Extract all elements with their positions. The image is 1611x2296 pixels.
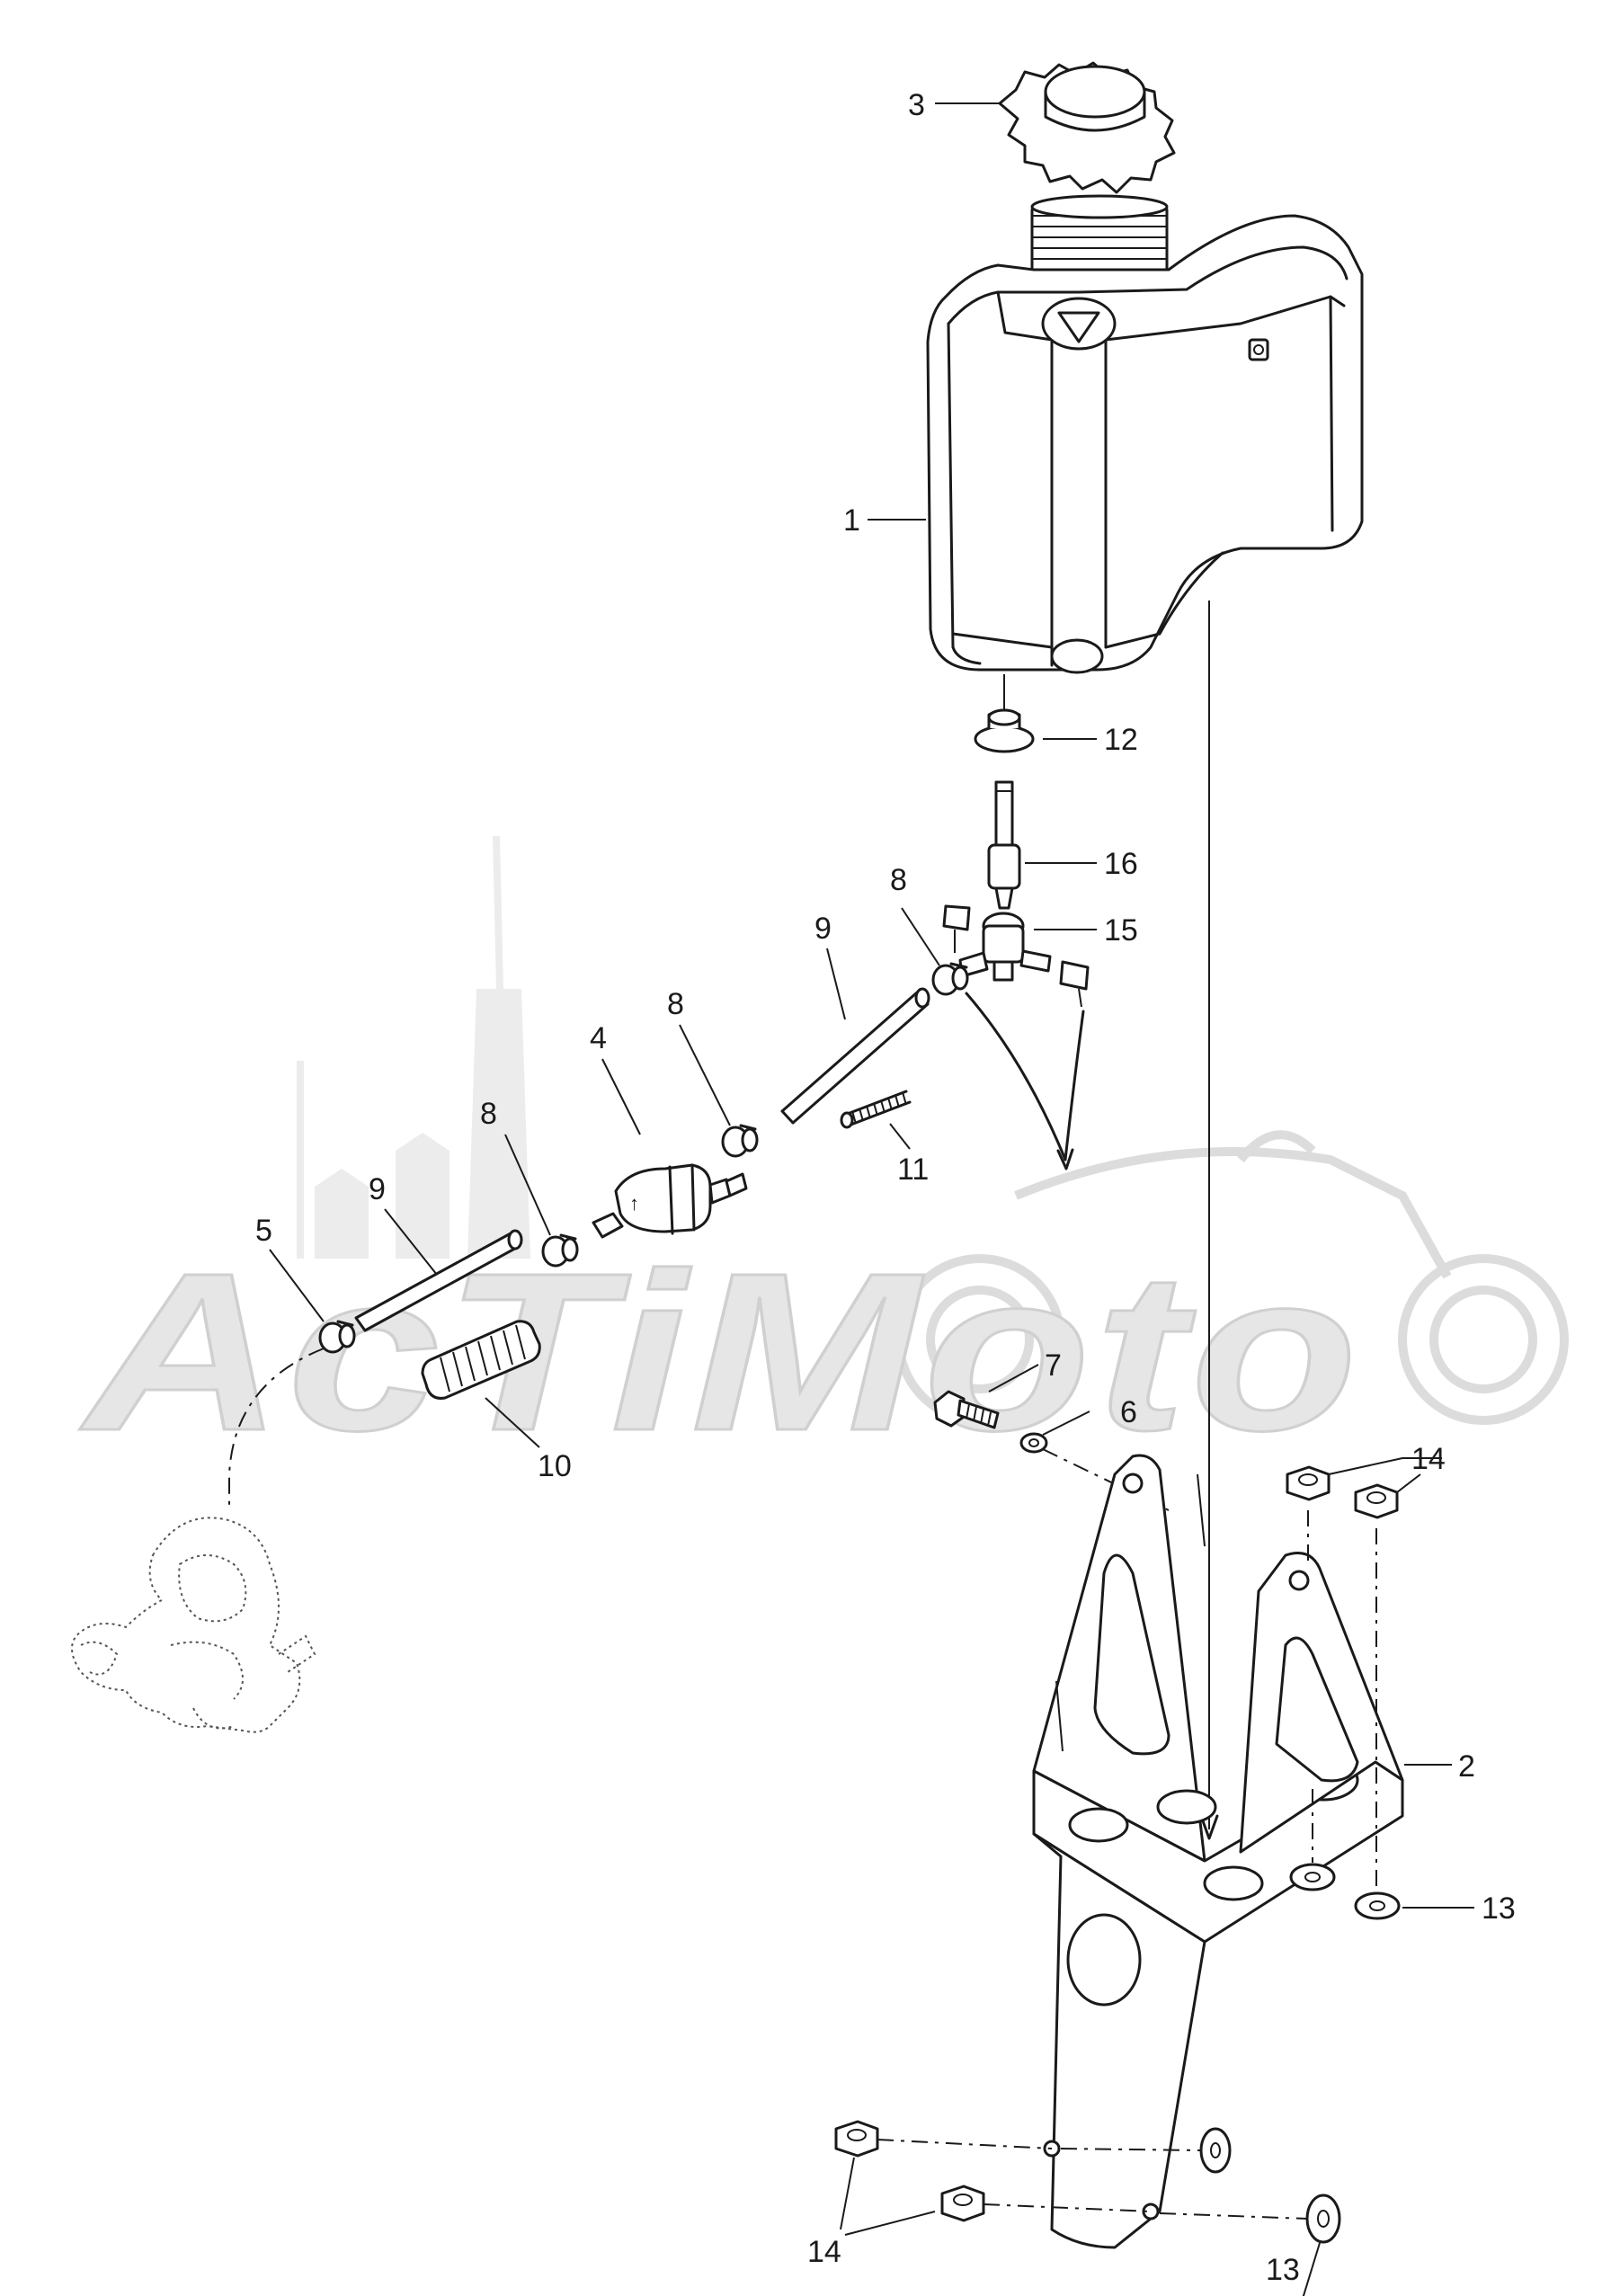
nut-lower-a <box>834 2120 879 2158</box>
nut-lower-b <box>940 2185 985 2222</box>
callout-clamp-middle: 8 <box>667 987 684 1021</box>
callouts: 3 1 12 16 15 8 9 8 4 8 9 11 5 10 7 6 14 … <box>255 88 1516 2287</box>
washer-right-b <box>1354 1891 1401 1920</box>
connector-tube <box>987 780 1021 910</box>
nut-upper-right <box>1354 1483 1399 1519</box>
callout-valve: 15 <box>1104 913 1138 948</box>
callout-nut-upper: 14 <box>1411 1442 1446 1476</box>
callout-bolt: 7 <box>1045 1348 1062 1383</box>
hose-clamp-lower <box>541 1233 579 1268</box>
callout-bracket: 2 <box>1458 1749 1475 1784</box>
callout-washer-bolt: 6 <box>1120 1395 1137 1429</box>
watermark: AcTiMoto <box>77 836 1569 1479</box>
watermark-motorcycle <box>895 1130 1569 1425</box>
hose-clamp-upper <box>931 962 969 996</box>
grommet <box>974 708 1035 753</box>
callout-tank: 1 <box>843 503 860 538</box>
fuel-cap <box>998 61 1176 194</box>
fuel-filter: ↑ <box>592 1163 748 1239</box>
fuel-tank <box>926 194 1364 674</box>
callout-hose-lower: 9 <box>369 1172 386 1206</box>
callout-spring-upper: 11 <box>897 1152 929 1187</box>
callout-hose-upper: 9 <box>814 912 832 946</box>
fuel-hose-upper <box>780 987 930 1125</box>
carburetor-phantom <box>71 1517 316 1733</box>
nut-upper-left <box>1286 1465 1331 1501</box>
spring-upper <box>840 1090 912 1129</box>
callout-filter: 4 <box>590 1021 607 1055</box>
washer-lower-b <box>1305 2194 1341 2244</box>
callout-clamp-lower: 8 <box>480 1097 497 1131</box>
callout-cap: 3 <box>908 88 925 122</box>
callout-nut-lower: 14 <box>807 2235 841 2269</box>
washer-bolt <box>1019 1432 1048 1454</box>
spring-lower <box>421 1320 541 1400</box>
callout-spring-lower: 10 <box>538 1449 572 1483</box>
callout-clamp-left: 5 <box>255 1214 272 1248</box>
fuel-valve <box>942 904 1090 1008</box>
filter-arrow-mark: ↑ <box>629 1192 639 1215</box>
washer-right-a <box>1289 1863 1336 1891</box>
hose-clamp-left <box>318 1320 356 1354</box>
fuel-hose-lower <box>354 1229 523 1332</box>
washer-lower-a <box>1199 2127 1232 2174</box>
callout-grommet: 12 <box>1104 723 1138 757</box>
callout-connector: 16 <box>1104 847 1138 881</box>
bolt <box>933 1390 1000 1429</box>
hose-clamp-middle <box>721 1124 759 1158</box>
callout-clamp-upper: 8 <box>890 863 907 897</box>
watermark-spire <box>297 836 530 1259</box>
callout-washer-lower: 13 <box>1266 2253 1300 2287</box>
callout-washer-upper: 13 <box>1482 1891 1516 1926</box>
tank-neck <box>1030 194 1169 280</box>
mounting-bracket <box>1032 1454 1404 2249</box>
watermark-text: AcTiMoto <box>79 1226 1362 1477</box>
